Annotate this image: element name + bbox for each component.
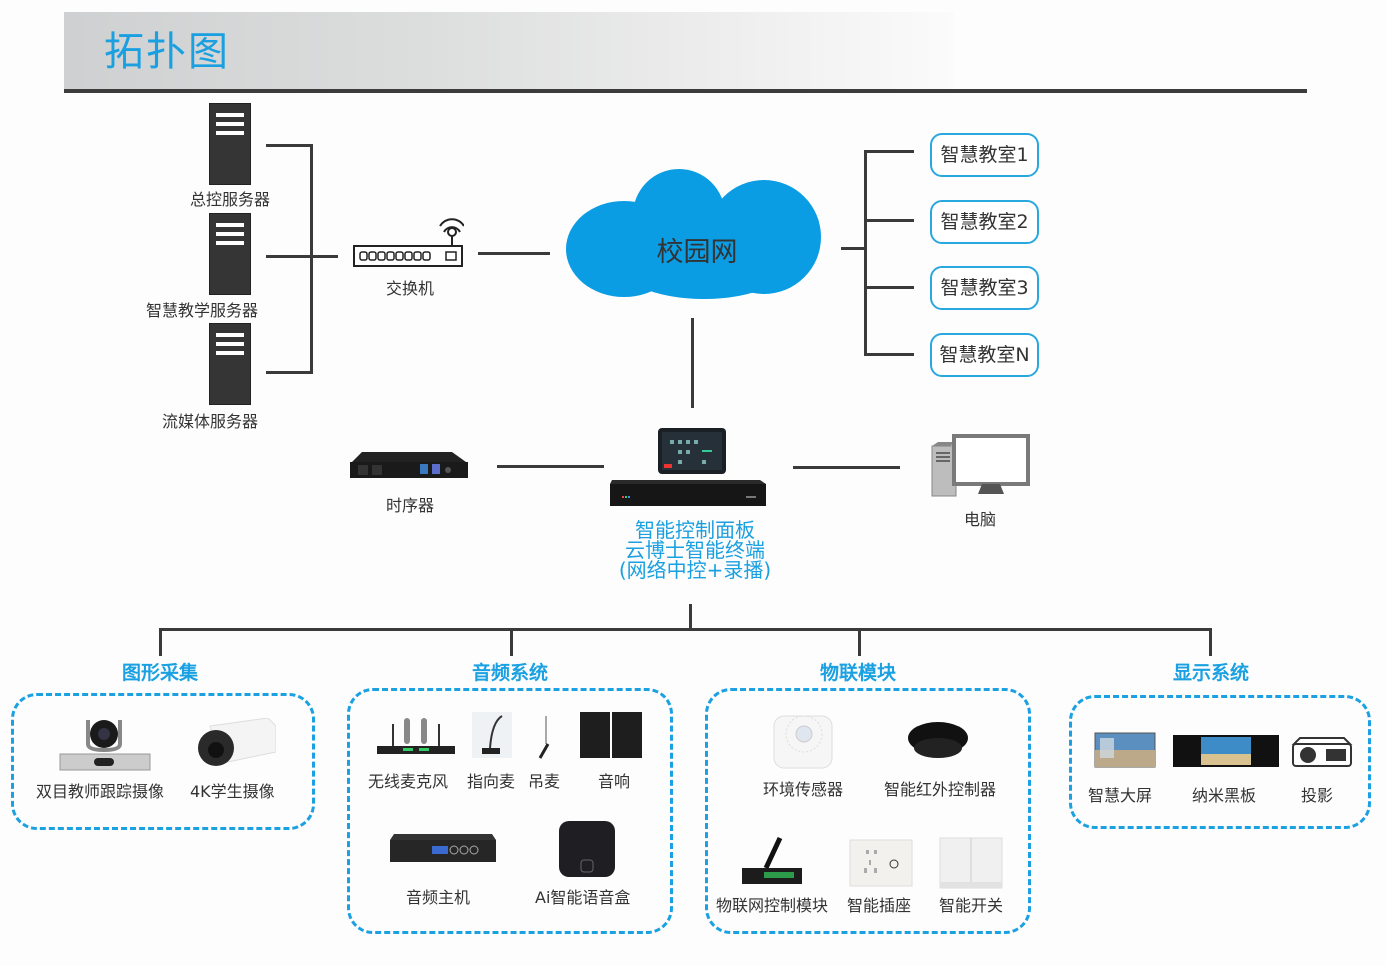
ptz-camera-icon [59,720,151,771]
item-label: 物联网控制模块 [716,896,829,915]
connector-line [510,628,513,656]
connector-line [864,353,914,356]
item-label: 指向麦 [467,772,516,791]
page-title: 拓扑图 [104,29,230,75]
smart-switch-icon [939,837,1003,889]
projector-icon [1291,737,1353,767]
desktop-computer-icon [931,434,1030,497]
sequencer-label: 时序器 [385,496,434,515]
item-label: 环境传感器 [763,780,844,799]
server-icon [209,213,251,295]
item-label: 音频主机 [406,888,471,907]
classroom-node: 智慧教室3 [930,266,1039,310]
group-title: 物联模块 [820,662,897,684]
group-frame [1069,695,1371,829]
terminal-label-line2: 云博士智能终端 [625,538,765,562]
voice-box-icon [559,821,615,877]
computer-label: 电脑 [963,510,996,529]
item-label: 无线麦克风 [368,772,449,791]
group-title: 音频系统 [472,662,549,684]
connector-line [266,255,338,258]
environment-sensor-icon [773,715,833,769]
connector-line [864,286,914,289]
item-label: 智能红外控制器 [884,780,997,799]
bus-line [159,628,1212,631]
server-label: 流媒体服务器 [161,412,258,431]
connector-line [864,150,914,153]
switch-label: 交换机 [385,279,434,298]
connector-line [691,318,694,408]
group-title: 显示系统 [1173,662,1250,684]
group-frame [347,688,673,934]
hanging-mic-icon [538,716,550,759]
gooseneck-mic-icon [472,712,512,758]
header-divider [64,89,1307,93]
server-icon [209,323,251,405]
item-label: 双目教师跟踪摄像 [36,782,165,801]
server-label: 智慧教学服务器 [145,301,258,320]
item-label: 智能开关 [939,896,1004,915]
connector-line [841,247,867,250]
server-icon [209,103,251,185]
classroom-node: 智慧教室N [930,333,1039,377]
item-label: 智慧大屏 [1088,786,1153,805]
terminal-label-line3: (网络中控+录播) [618,558,772,582]
cloud-label: 校园网 [656,237,738,268]
item-label: 音响 [598,772,631,791]
switch-router-icon [353,218,464,267]
nano-blackboard-icon [1173,735,1279,767]
item-label: 投影 [1301,786,1334,805]
group-frame [11,693,315,830]
connector-line [689,604,692,630]
item-label: 智能插座 [847,896,912,915]
iot-module-icon [742,836,802,884]
connector-line [310,144,313,374]
item-label: 纳米黑板 [1192,786,1257,805]
box-camera-icon [198,718,276,766]
connector-line [497,465,604,468]
group-frame [705,688,1031,934]
classroom-node: 智慧教室2 [930,200,1039,244]
connector-line [864,219,914,222]
header-band [64,12,954,89]
item-label: 4K学生摄像 [190,782,275,801]
control-panel-terminal-icon [610,428,766,506]
connector-line [266,144,313,147]
smart-screen-icon [1094,732,1156,768]
smart-socket-icon [849,839,913,887]
item-label: 吊麦 [528,772,561,791]
cloud-icon [566,169,821,299]
speaker-icon [580,712,642,758]
power-sequencer-icon [350,452,468,478]
connector-line [864,150,867,356]
connector-line [266,371,313,374]
classroom-node: 智慧教室1 [930,133,1039,177]
group-title: 图形采集 [122,662,199,684]
connector-line [1209,628,1212,656]
connector-line [793,466,900,469]
connector-line [159,628,162,656]
ir-controller-icon [908,722,968,758]
terminal-label-line1: 智能控制面板 [635,518,755,542]
item-label: Ai智能语音盒 [535,888,631,907]
server-label: 总控服务器 [189,190,270,209]
connector-line [858,628,861,656]
wireless-mic-icon [377,718,455,754]
audio-host-icon [390,834,496,862]
connector-line [478,252,550,255]
